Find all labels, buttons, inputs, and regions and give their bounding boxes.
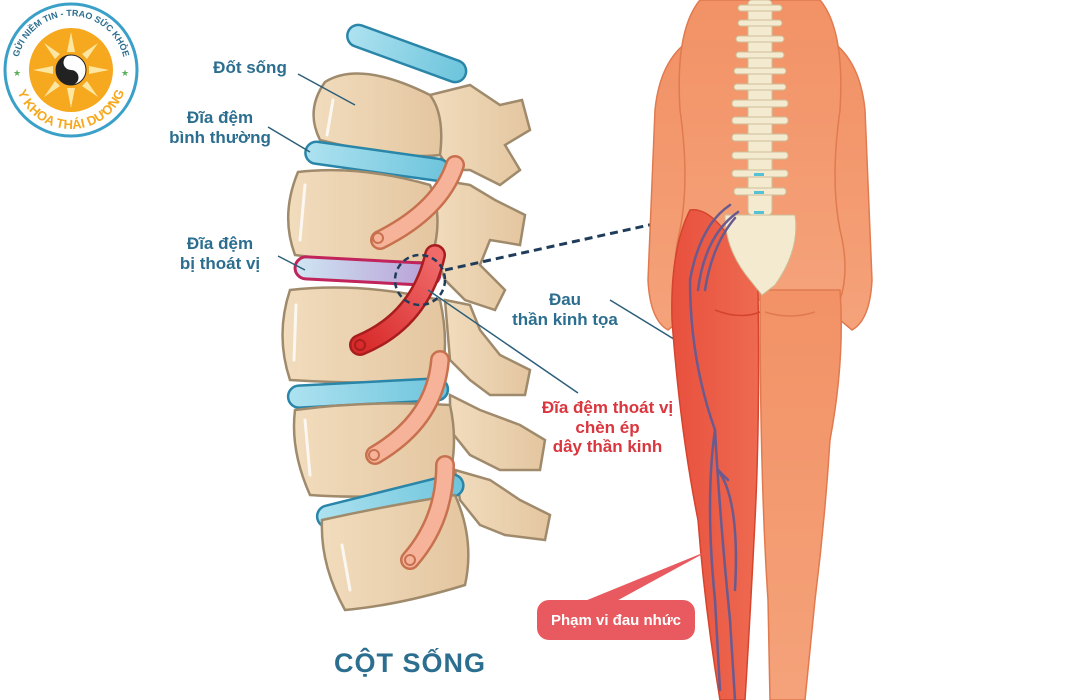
label-normal-disc-line2: bình thường bbox=[169, 127, 271, 147]
svg-text:★: ★ bbox=[121, 68, 129, 78]
body-figure bbox=[647, 0, 873, 700]
callout-pointer bbox=[575, 550, 710, 610]
label-compression-line3: dây thần kinh bbox=[552, 437, 663, 457]
spine-title: CỘT SỐNG bbox=[333, 648, 486, 678]
label-normal-disc: Đĩa đệm bình thường bbox=[160, 108, 280, 147]
label-herniated-disc-line1: Đĩa đệm bbox=[186, 234, 254, 253]
label-compression-line1: Đĩa đệm thoát vị bbox=[541, 398, 674, 417]
pain-area-callout: Phạm vi đau nhức bbox=[537, 600, 695, 640]
label-sciatica: Đau thần kinh tọa bbox=[500, 290, 630, 329]
label-sciatica-line2: thần kinh tọa bbox=[512, 309, 618, 329]
logo-emblem: ★ ★ bbox=[3, 2, 139, 138]
label-normal-disc-line1: Đĩa đệm bbox=[186, 108, 254, 127]
label-nerve-compression: Đĩa đệm thoát vị chèn ép dây thần kinh bbox=[525, 398, 690, 457]
label-vertebra: Đốt sống bbox=[213, 58, 287, 77]
label-compression-line2: chèn ép bbox=[575, 417, 640, 437]
label-sciatica-line1: Đau bbox=[548, 290, 582, 309]
spine-segment bbox=[281, 23, 552, 612]
label-herniated-disc: Đĩa đệm bị thoát vị bbox=[165, 234, 275, 273]
svg-text:★: ★ bbox=[13, 68, 21, 78]
label-herniated-disc-line2: bị thoát vị bbox=[179, 253, 261, 273]
